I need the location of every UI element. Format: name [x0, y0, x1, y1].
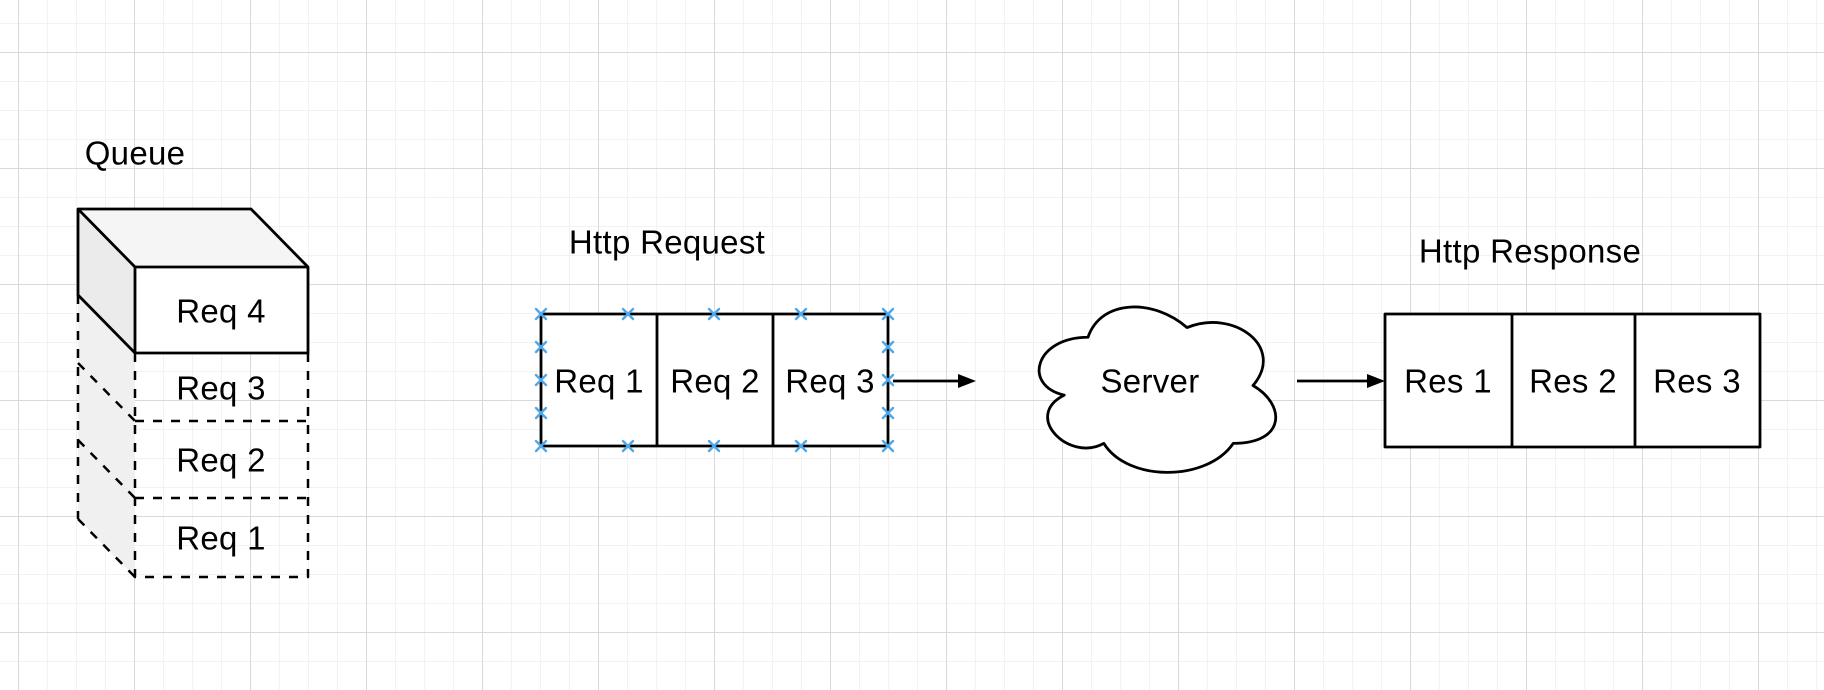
- cube-inner-edges: [77, 208, 308, 353]
- http-request-box[interactable]: Req 1 Req 2 Req 3: [539, 312, 890, 448]
- response-cell-1[interactable]: Res 1: [1404, 363, 1492, 400]
- response-cell-label: Res 3: [1653, 363, 1741, 400]
- request-cell-3[interactable]: Req 3: [785, 363, 875, 400]
- response-arrowhead-icon: [1367, 374, 1385, 388]
- queue-cube-req4[interactable]: Req 4: [76, 207, 310, 355]
- request-arrow[interactable]: [893, 374, 976, 388]
- request-arrowhead-icon: [958, 374, 976, 388]
- queue-stack-diagonal-1: [77, 362, 136, 422]
- request-cell-1[interactable]: Req 1: [554, 363, 644, 400]
- response-cell-label: Res 1: [1404, 363, 1492, 400]
- response-cell-3[interactable]: Res 3: [1653, 363, 1741, 400]
- cube-outline: [76, 207, 310, 355]
- http-response-box[interactable]: Res 1 Res 2 Res 3: [1383, 312, 1762, 449]
- cube-left-face: [78, 209, 135, 353]
- queue-box-label: Req 1: [176, 520, 266, 557]
- queue-stack-side-face: [78, 295, 135, 577]
- queue-box-label: Req 4: [176, 293, 266, 330]
- queue-stack-diagonal-3: [77, 518, 136, 578]
- request-cell-label: Req 2: [670, 363, 760, 400]
- queue-stack-diagonal-2: [77, 439, 136, 499]
- cube-top-face: [78, 209, 308, 267]
- cube-front-face: [135, 267, 308, 353]
- response-cell-2[interactable]: Res 2: [1529, 363, 1617, 400]
- server-cloud[interactable]: Server: [1037, 305, 1278, 474]
- http-response-title: Http Response: [1419, 233, 1641, 270]
- queue-box-label: Req 2: [176, 442, 266, 479]
- response-cell-label: Res 2: [1529, 363, 1617, 400]
- request-cell-label: Req 1: [554, 363, 644, 400]
- response-arrow[interactable]: [1297, 374, 1385, 388]
- queue-box-label: Req 3: [176, 370, 266, 407]
- queue-title: Queue: [85, 135, 186, 172]
- queue-dashed-stack[interactable]: Req 3 Req 2 Req 1: [76, 295, 310, 579]
- response-box-outline: [1383, 312, 1762, 449]
- queue-stack-outline: [133, 353, 310, 579]
- http-request-title: Http Request: [569, 224, 765, 261]
- server-label: Server: [1101, 363, 1200, 400]
- request-cell-label: Req 3: [785, 363, 875, 400]
- request-cell-2[interactable]: Req 2: [670, 363, 760, 400]
- cloud-shape: [1037, 305, 1278, 474]
